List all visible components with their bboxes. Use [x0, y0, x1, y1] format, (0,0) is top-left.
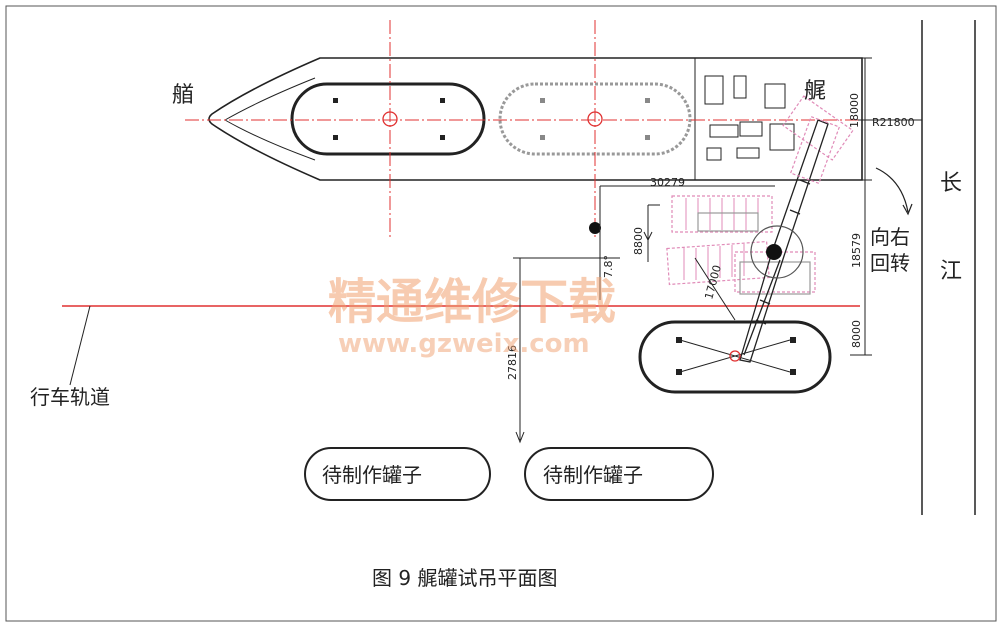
crawler-pads	[676, 337, 796, 375]
crawler-outriggers	[679, 339, 791, 373]
label-tank-right: 待制作罐子	[543, 463, 643, 487]
deckhouse-block	[704, 75, 724, 105]
ship-hull	[208, 57, 863, 181]
rotate-arrow	[875, 167, 909, 213]
deckhouse-block	[764, 83, 786, 109]
crane-crawler-base	[638, 320, 832, 394]
tank-swing-hatching	[683, 198, 759, 280]
deckhouse-block	[736, 147, 760, 159]
label-bow: 艏	[172, 83, 194, 108]
dim-8000: 8000	[850, 320, 863, 348]
hull-inner-line	[224, 119, 316, 161]
dimension-lines	[513, 57, 922, 440]
dim-8800: 8800	[632, 227, 645, 255]
tank-lugs	[333, 98, 445, 140]
dim-arrowhead	[515, 431, 525, 444]
leader-line	[69, 305, 91, 386]
page-frame	[5, 5, 997, 622]
tank-stern-original	[498, 82, 692, 156]
dim-radius: R21800	[872, 116, 915, 129]
hook-point	[589, 222, 601, 234]
tank-center-mark	[382, 111, 398, 127]
watermark-url: www.gzweix.com	[338, 329, 590, 359]
tank-gray-outlines	[697, 212, 811, 295]
dim-17000: 17000	[702, 264, 724, 301]
deckhouse-block	[739, 121, 763, 137]
dim-angle: 7.8°	[602, 255, 615, 278]
dim-18000: 18000	[848, 93, 861, 128]
watermark-title: 精通维修下载	[328, 274, 616, 330]
deckhouse-block	[706, 147, 722, 161]
label-tank-left: 待制作罐子	[322, 463, 422, 487]
deckhouse-block	[769, 123, 795, 151]
tank-lugs-gray	[540, 98, 650, 140]
label-rotate-1: 向右	[870, 225, 910, 249]
label-rotate-2: 回转	[870, 251, 910, 275]
label-river-1: 长	[940, 171, 962, 196]
label-river-2: 江	[940, 259, 962, 284]
tank-bow	[290, 82, 486, 156]
tank-center-mark	[587, 111, 603, 127]
figure-caption: 图 9 艉罐试吊平面图	[372, 566, 557, 590]
crane-pivot	[766, 244, 782, 260]
label-crane-track: 行车轨道	[30, 385, 110, 409]
hull-inner-line	[224, 77, 316, 121]
deckhouse-block	[709, 124, 739, 138]
crane-swing-circle	[750, 225, 804, 279]
dim-18579: 18579	[850, 233, 863, 268]
tank-to-make-left	[304, 447, 491, 501]
label-stern: 艉	[804, 79, 826, 104]
deckhouse-block	[733, 75, 747, 99]
tank-to-make-right	[524, 447, 714, 501]
crane-center-mark	[729, 350, 741, 362]
dim-30279: 30279	[650, 176, 685, 189]
dim-27816: 27816	[506, 345, 519, 380]
dim-arrowhead	[643, 231, 653, 242]
rotate-arrowhead	[902, 203, 913, 216]
